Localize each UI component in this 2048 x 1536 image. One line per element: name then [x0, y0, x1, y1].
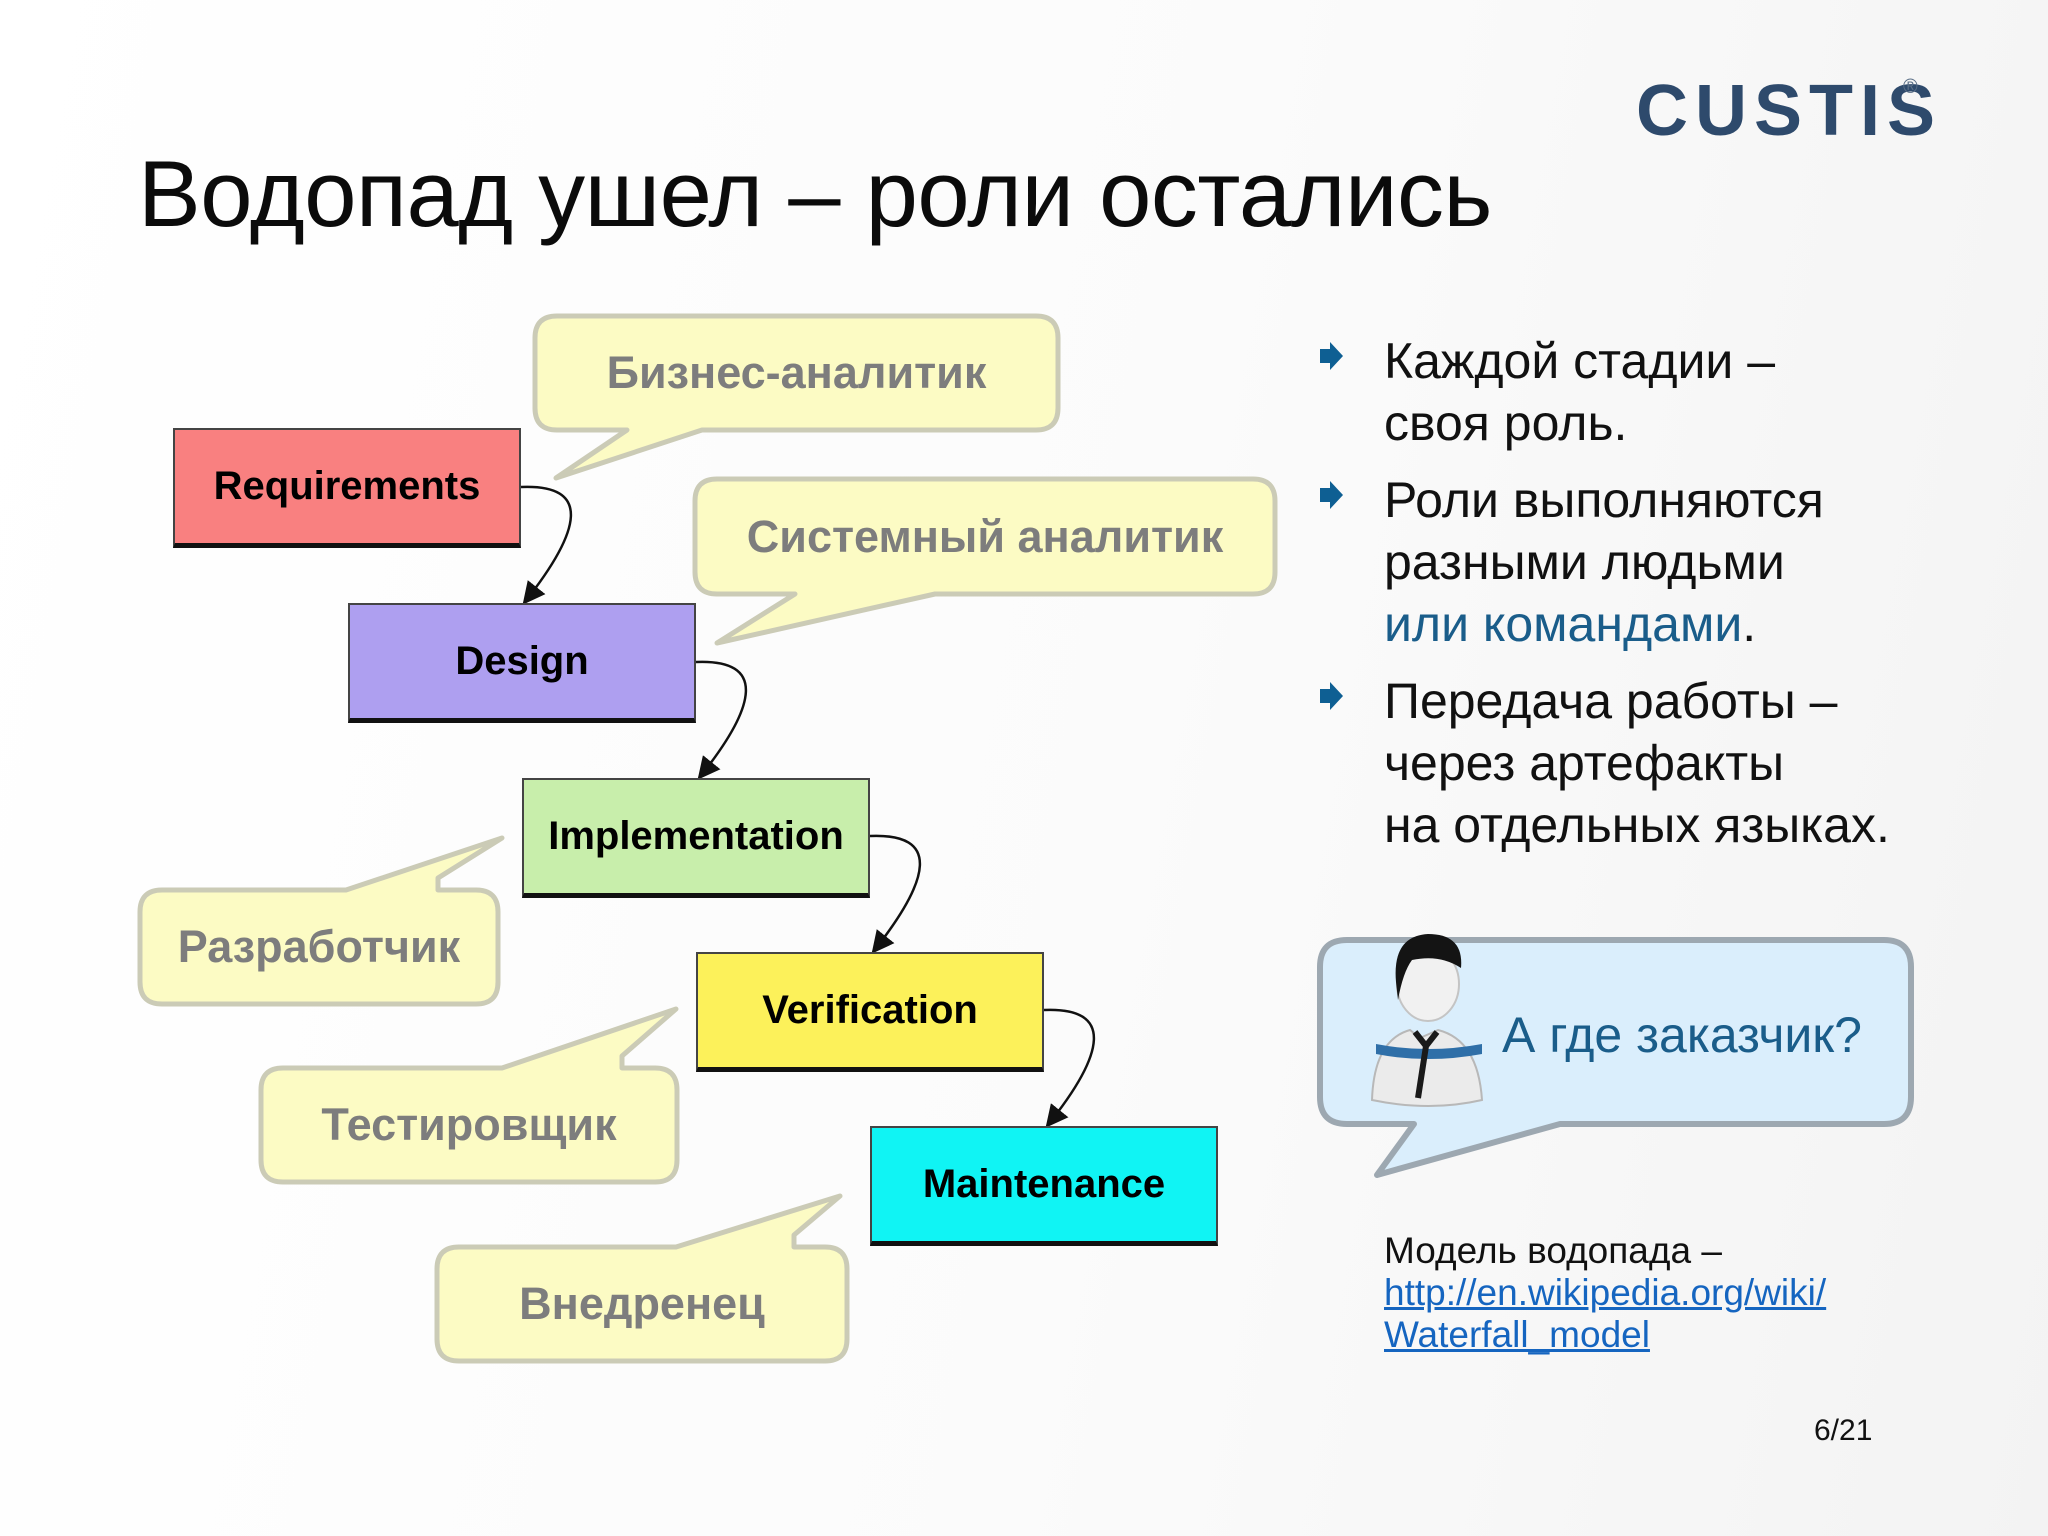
arrow-verification-to-maintenance	[1043, 1008, 1096, 1128]
registered-mark: ®	[1903, 76, 1918, 98]
bullet-list: Каждой стадии – своя роль. Роли выполняю…	[1318, 330, 1890, 871]
reference-link-line2[interactable]: Waterfall_model	[1384, 1314, 1650, 1355]
stage-label: Verification	[762, 988, 978, 1032]
bullet-line: через артефакты	[1384, 735, 1785, 791]
bullet-line: Передача работы –	[1384, 673, 1838, 729]
bullet-line: разными людьми	[1384, 534, 1785, 590]
arrow-implementation-to-verification	[869, 834, 922, 954]
bullet-arrow-icon	[1320, 342, 1343, 370]
custis-logo: CUSTIS	[1636, 71, 1943, 151]
bullet-item: Каждой стадии – своя роль.	[1318, 330, 1890, 454]
arrow-requirements-to-design	[520, 485, 573, 605]
stage-label: Requirements	[213, 464, 481, 508]
customer-avatar-icon	[1370, 934, 1484, 1107]
stage-verification: Verification	[696, 952, 1044, 1072]
bullet-line: Каждой стадии –	[1384, 333, 1776, 389]
role-label-business-analyst: Бизнес-аналитик	[606, 347, 987, 398]
role-bubble-tester	[258, 1006, 680, 1185]
role-bubble-developer	[137, 835, 505, 1007]
bullet-line: на отдельных языках.	[1384, 797, 1890, 853]
stage-label: Design	[455, 639, 589, 683]
bullet-item: Роли выполняются разными людьми или кома…	[1318, 469, 1890, 655]
stage-label: Implementation	[548, 814, 844, 858]
role-label-developer: Разработчик	[177, 921, 461, 972]
bullet-punctuation: .	[1742, 596, 1757, 652]
stage-maintenance: Maintenance	[870, 1126, 1218, 1246]
stage-design: Design	[348, 603, 696, 723]
bullet-line: своя роль.	[1384, 395, 1628, 451]
slide-title: Водопад ушел – роли остались	[138, 141, 1492, 246]
customer-question: А где заказчик?	[1502, 1007, 1862, 1063]
role-label-tester: Тестировщик	[321, 1099, 617, 1150]
role-label-system-analyst: Системный аналитик	[746, 510, 1224, 562]
customer-callout	[1317, 937, 1914, 1178]
reference-link-line1[interactable]: http://en.wikipedia.org/wiki/	[1384, 1272, 1827, 1313]
stage-implementation: Implementation	[522, 778, 870, 898]
stage-requirements: Requirements	[173, 428, 521, 548]
bullet-line: или командами.	[1384, 593, 1890, 655]
stage-label: Maintenance	[922, 1162, 1166, 1206]
bullet-highlight: или командами	[1384, 596, 1743, 652]
reference-block: Модель водопада – http://en.wikipedia.or…	[1384, 1230, 1826, 1356]
bullet-line: Роли выполняются	[1384, 472, 1824, 528]
reference-caption: Модель водопада –	[1384, 1230, 1722, 1271]
bullet-arrow-icon	[1320, 481, 1343, 509]
page-number: 6/21	[1814, 1414, 1873, 1447]
role-bubble-system-analyst	[692, 476, 1278, 646]
arrow-design-to-implementation	[695, 660, 748, 780]
role-bubble-implementer	[434, 1193, 850, 1364]
role-bubble-business-analyst	[532, 313, 1061, 481]
role-label-implementer: Внедренец	[519, 1278, 765, 1329]
bullet-item: Передача работы – через артефакты на отд…	[1318, 670, 1890, 856]
bullet-arrow-icon	[1320, 682, 1343, 710]
